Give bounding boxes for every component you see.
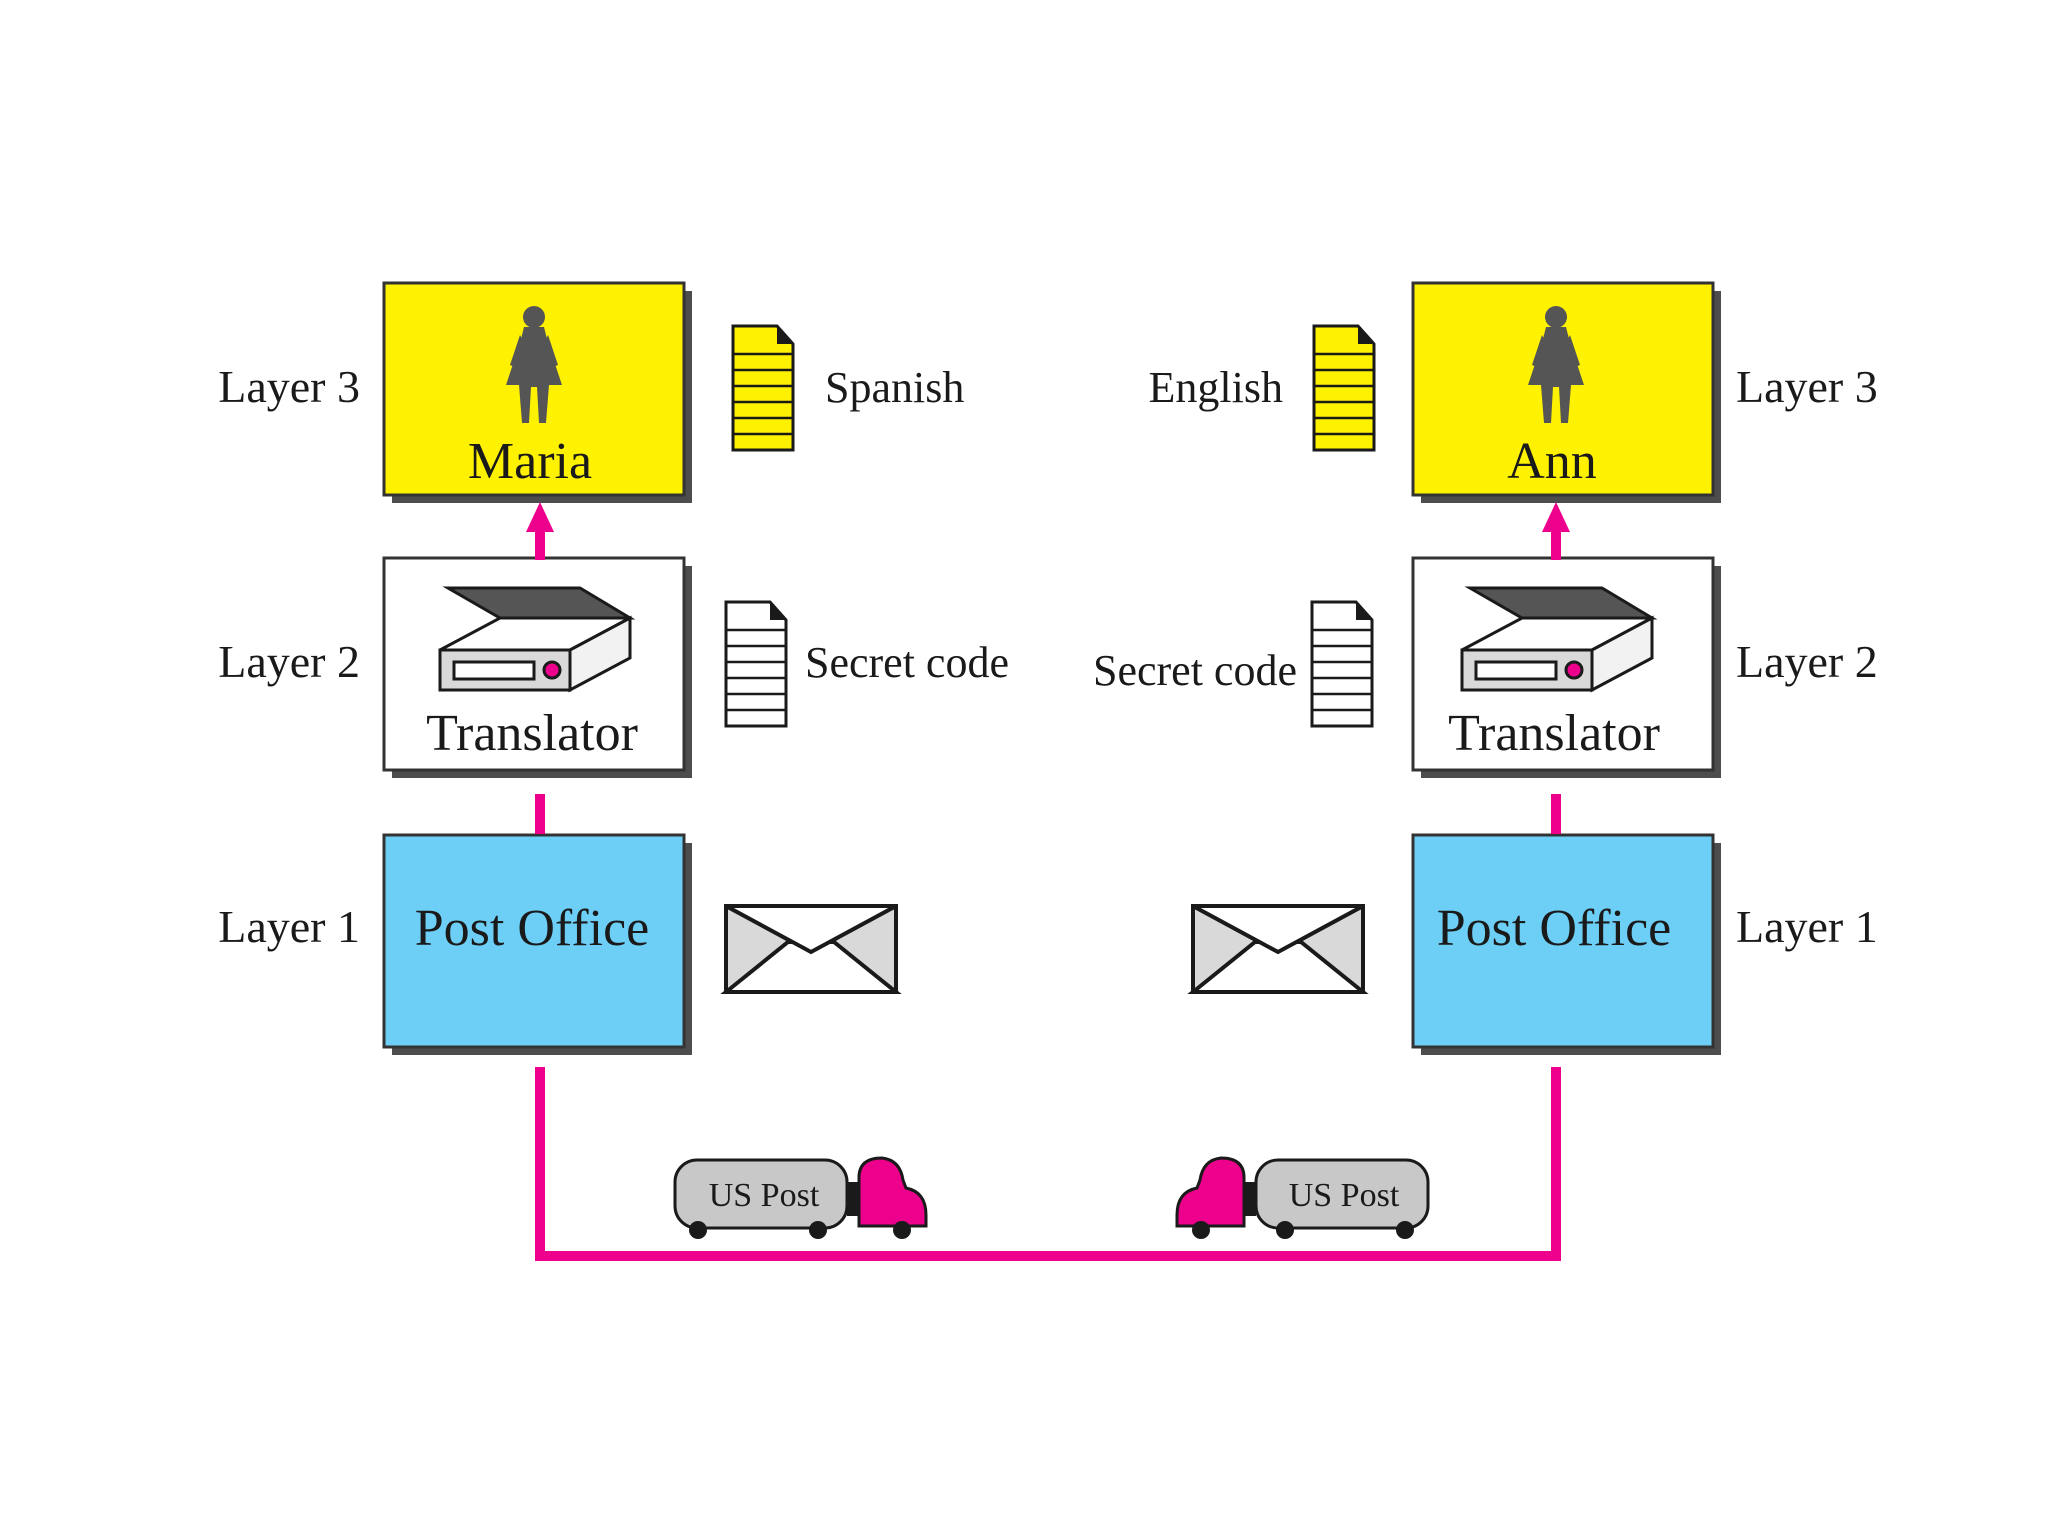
right-layer1-box: [1411, 833, 1715, 1049]
right-layer3-label: Layer 3: [1736, 361, 1878, 412]
right-layer1-label: Layer 1: [1736, 901, 1878, 952]
envelope-icon: [724, 904, 898, 994]
right-post-office-label: Post Office: [1437, 900, 1671, 957]
left-layer2-doc-label: Secret code: [805, 638, 1009, 687]
right-person-name: Ann: [1507, 433, 1597, 490]
right-layer3-doc-label: English: [1149, 363, 1283, 412]
left-layer2-label: Layer 2: [218, 636, 360, 687]
left-post-office-label: Post Office: [415, 900, 649, 957]
secret-code-document-icon: [1310, 600, 1374, 728]
english-document-icon: [1312, 324, 1376, 452]
right-layer2-doc-label: Secret code: [1093, 646, 1297, 695]
truck-icon: [673, 1156, 928, 1239]
left-up-arrowhead: [526, 502, 554, 532]
left-layer1-box: [382, 833, 686, 1049]
left-layer1-label: Layer 1: [218, 901, 360, 952]
truck-icon: [1175, 1156, 1430, 1239]
left-truck-label: US Post: [709, 1177, 820, 1214]
right-translator-label: Translator: [1448, 705, 1660, 762]
left-person-name: Maria: [468, 433, 592, 490]
right-layer2-label: Layer 2: [1736, 636, 1878, 687]
secret-code-document-icon: [724, 600, 788, 728]
right-truck-label: US Post: [1289, 1177, 1400, 1214]
envelope-icon: [1191, 904, 1365, 994]
right-up-arrowhead: [1542, 502, 1570, 532]
link-lines: [535, 525, 1561, 1261]
left-translator-label: Translator: [426, 705, 638, 762]
left-layer3-doc-label: Spanish: [825, 363, 964, 412]
spanish-document-icon: [731, 324, 795, 452]
left-layer3-label: Layer 3: [218, 361, 360, 412]
